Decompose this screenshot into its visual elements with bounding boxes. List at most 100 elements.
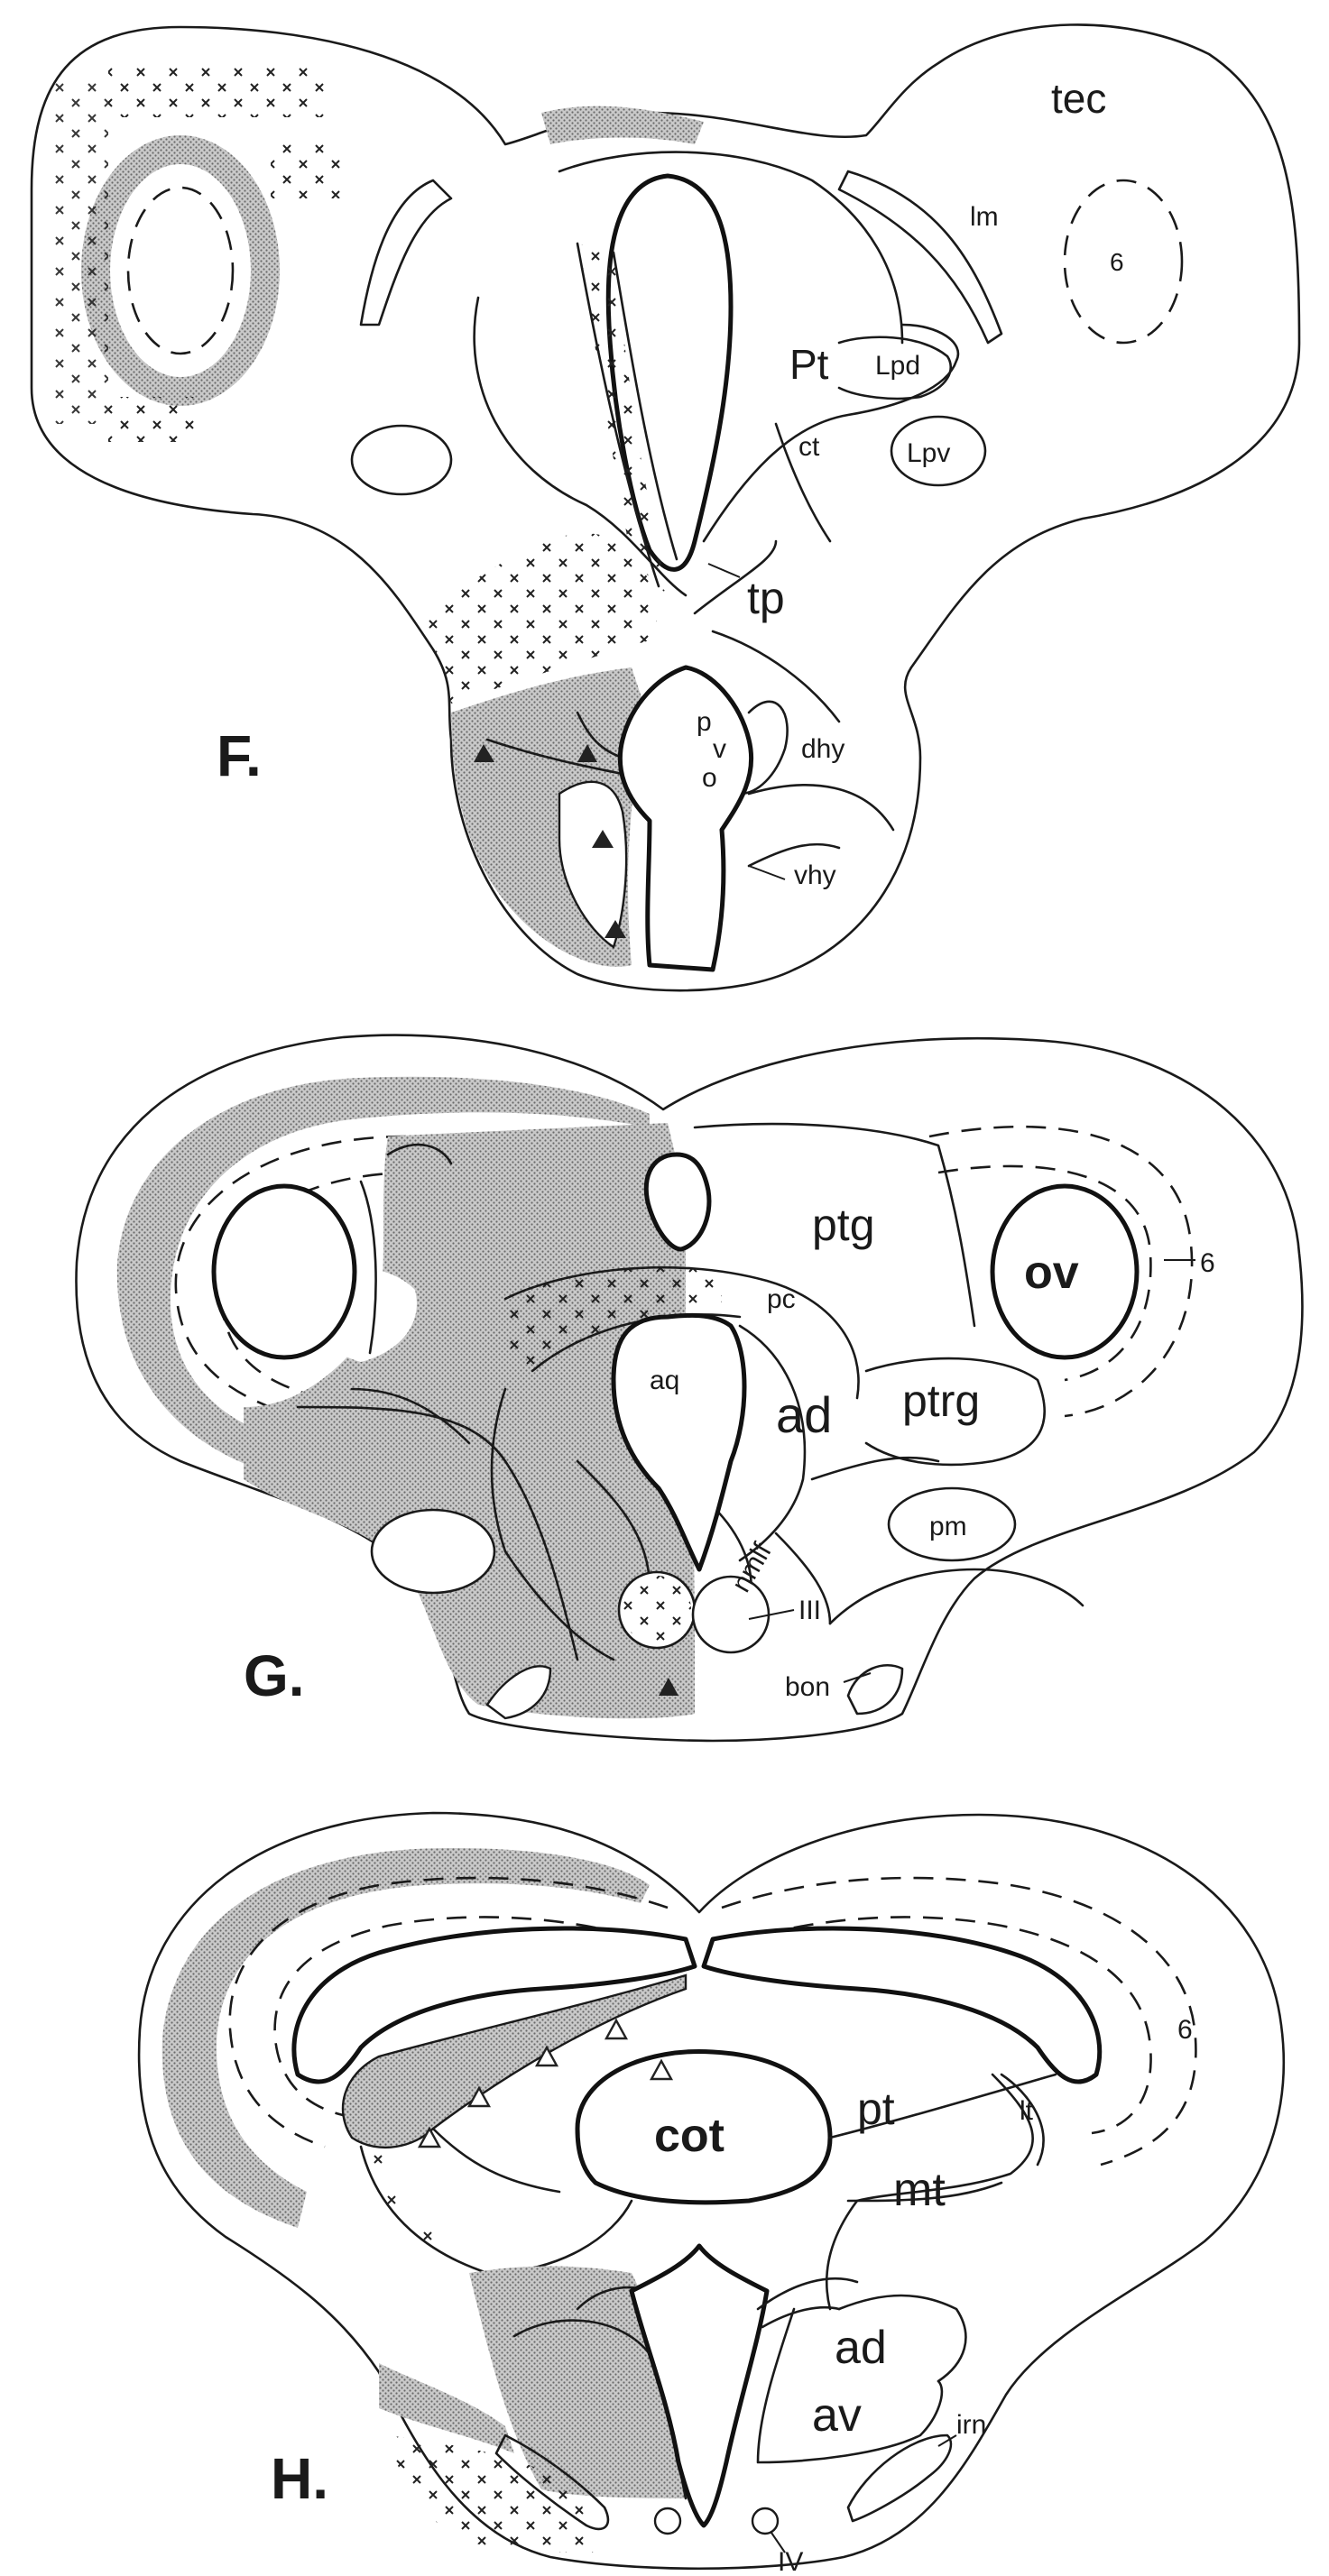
panel-h: 6 lt pt cot mt ad av irn IV H. — [137, 1811, 1285, 2576]
panel-h-label-ad: ad — [835, 2322, 887, 2374]
panel-f-outline — [30, 23, 1301, 992]
panel-g-right-dashed-arc-outer — [928, 1125, 1194, 1418]
panel-h-cot — [575, 2048, 833, 2205]
panel-h-open-triangle-4 — [649, 2058, 674, 2081]
panel-g-left-region-outline — [296, 1180, 579, 1661]
panel-h-label-irn: irn — [956, 2410, 986, 2440]
panel-h-lower-cross-field — [388, 2435, 595, 2553]
panel-h-right-dashed-inner — [730, 1916, 1152, 2135]
panel-f-panel-label: F. — [217, 723, 262, 788]
panel-h-left-circle — [653, 2507, 682, 2535]
panel-h-lower-left-stipple-outer — [379, 2363, 514, 2453]
panel-g-aq — [611, 1312, 747, 1572]
panel-h-loose-x-marks — [374, 2155, 432, 2240]
panel-f-tp-leader — [707, 563, 741, 578]
panel-g-lateral-contours — [490, 1387, 1084, 1661]
panel-g-bon-oval — [846, 1664, 904, 1716]
panel-h-left-stipple-arc — [162, 1848, 651, 2228]
panel-f-triangle-2 — [577, 744, 597, 762]
panel-f-left-cross-field — [54, 81, 108, 424]
panel-g-label-ptg: ptg — [812, 1200, 875, 1250]
panel-g-triangle — [659, 1678, 678, 1696]
panel-f-tp-contour — [693, 539, 841, 723]
panel-g-pc-outline — [503, 1265, 860, 1400]
panel-f-bulb-dividers — [738, 700, 895, 868]
panel-g-dorsal-contour — [386, 1122, 976, 1328]
panel-f-ventricle-bottom — [617, 665, 754, 972]
panel-h-outline-main — [137, 1811, 1285, 2571]
panel-f-label-p: p — [697, 707, 712, 737]
panel-f-triangle-4 — [605, 920, 626, 938]
panel-g-label-ad: ad — [776, 1386, 832, 1443]
panel-f-bulb-inner-line — [485, 711, 633, 777]
panel-f-label-lpv: Lpv — [907, 438, 950, 468]
panel-f-vhy-leader — [748, 865, 786, 880]
panel-h-label-mt: mt — [893, 2164, 946, 2216]
panel-g-label-iii: III — [798, 1596, 821, 1625]
panel-g-ventral-contour — [576, 1459, 651, 1589]
panel-h-label-iv: IV — [778, 2547, 803, 2576]
panel-f: tec lm 6 Pt Lpd ct Lpv tp p v o dhy vhy … — [30, 23, 1301, 992]
panel-f-label-tp: tp — [747, 573, 785, 623]
panel-f-top-stipple — [541, 106, 704, 144]
panel-f-left-ring-dash — [126, 186, 235, 355]
panel-f-ct-contour — [774, 422, 832, 543]
panel-g-left-ov — [211, 1183, 357, 1360]
panel-g-iii-left-cross — [623, 1576, 691, 1644]
panel-g-label-pc: pc — [767, 1284, 796, 1314]
panel-h-left-chamber — [291, 1926, 697, 2084]
panel-h-panel-label: H. — [271, 2446, 328, 2511]
panel-h-open-triangle-1 — [466, 2085, 492, 2108]
panel-f-left-cross-field-top — [108, 63, 325, 117]
panel-f-label-tec: tec — [1051, 75, 1106, 122]
panel-g-label-bon: bon — [785, 1672, 830, 1702]
panel-f-triangle-3 — [592, 830, 614, 848]
panel-f-left-blob — [350, 424, 453, 496]
panel-h-iv-leader — [771, 2532, 786, 2553]
panel-f-bulb-light — [558, 780, 628, 949]
panel-h-right-dashed-outer — [721, 1876, 1197, 2167]
panel-f-label-vhy: vhy — [794, 860, 836, 890]
panel-h-open-triangle-3 — [604, 2018, 629, 2040]
panel-g-label-six: 6 — [1200, 1248, 1215, 1278]
panel-f-cross-lower-field — [424, 533, 658, 704]
panel-f-triangle-1 — [474, 744, 494, 762]
panel-g-label-pm: pm — [929, 1512, 967, 1541]
panel-h-label-lt: lt — [1020, 2096, 1034, 2126]
panel-g-pc-cross — [502, 1268, 722, 1371]
panel-g-left-dashed-arc-inner — [219, 1171, 416, 1404]
panel-g-left-lower-white — [485, 1665, 552, 1720]
panel-f-label-v: v — [713, 734, 726, 764]
panel-h-label-pt: pt — [857, 2084, 895, 2134]
panel-g-left-dashed-arc-outer — [174, 1135, 407, 1427]
panel-g-label-ptrg: ptrg — [902, 1375, 980, 1426]
panel-f-label-ct: ct — [798, 432, 820, 462]
panel-g-ad-contour — [738, 1324, 940, 1562]
panel-f-dorsal-contour — [558, 151, 904, 345]
panel-f-lpd-contour — [837, 336, 953, 400]
panel-g-panel-label: G. — [244, 1643, 305, 1708]
panel-f-cross-column-outline — [576, 242, 678, 588]
panel-g-left-stipple-arc — [116, 1076, 650, 1479]
panel-f-left-ring-inner — [110, 164, 251, 377]
panel-f-right-band — [837, 170, 1003, 345]
panel-h-irn — [846, 2433, 953, 2523]
panel-h-label-cot: cot — [654, 2110, 724, 2162]
panel-f-left-band — [359, 179, 453, 327]
panel-h-av-contour — [756, 2307, 944, 2464]
panel-f-label-six: 6 — [1110, 248, 1124, 276]
panel-f-label-o: o — [702, 763, 717, 793]
panel-g-ptrg-contour — [864, 1357, 1046, 1467]
panel-f-left-cross-field-mid — [271, 144, 343, 198]
panel-f-label-dhy: dhy — [801, 734, 844, 764]
panel-h-lower-band — [494, 2433, 610, 2531]
panel-h-open-triangle-5 — [417, 2126, 442, 2148]
panel-h-label-six: 6 — [1177, 2015, 1193, 2045]
panel-f-right-dashed-ring — [1063, 179, 1184, 345]
panel-f-label-lpd: Lpd — [875, 351, 920, 381]
panel-h-right-rim — [756, 2277, 859, 2329]
panel-g-iii-right — [691, 1575, 771, 1654]
panel-g-iii-leader — [748, 1609, 795, 1620]
panel-g: ptg ov 6 pc aq ad ptrg pm nmlf III bon G… — [75, 1034, 1304, 1743]
panel-f-cross-column — [577, 244, 668, 595]
